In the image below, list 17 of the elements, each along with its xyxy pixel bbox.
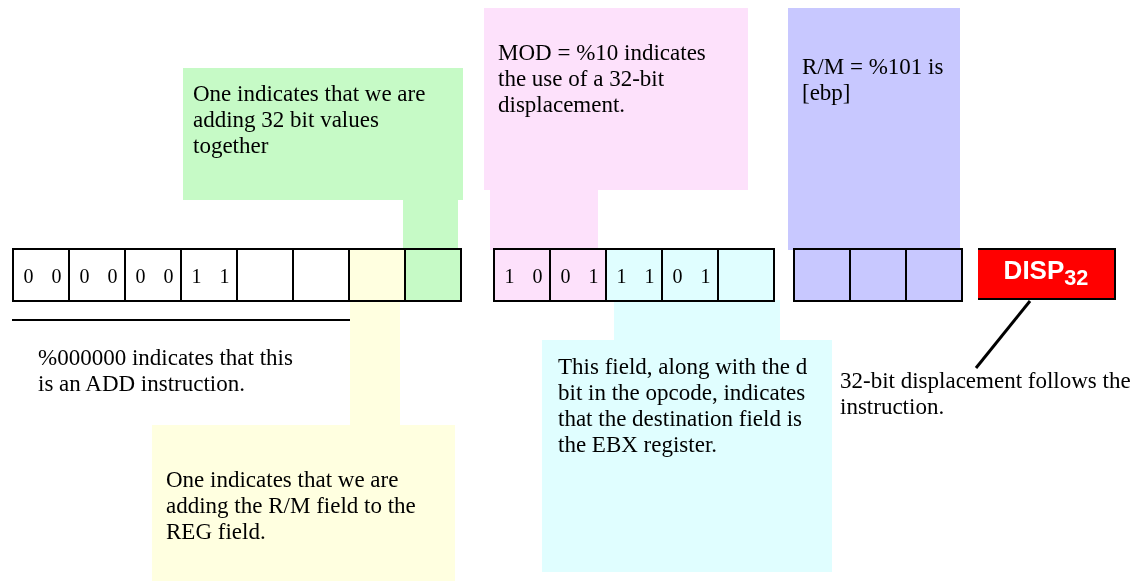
callout-box — [152, 425, 455, 581]
callout-box — [788, 8, 960, 250]
field-label: DISP$_{32}$ — [1003, 254, 1089, 293]
callout-box — [183, 68, 463, 200]
callout-box — [542, 340, 832, 572]
callout-text: One indicates that we are adding the R/M field to the REG field. — [166, 467, 417, 545]
callout-box — [484, 8, 748, 190]
callout-text: This field, along with the d bit in the opcode, indicates that the destination field is the EBX register. — [558, 354, 809, 458]
leader-line — [974, 300, 1032, 369]
callout-text: R/M = %101 is [ebp] — [802, 54, 945, 106]
displacement-field — [978, 248, 1116, 300]
callout-text: MOD = %10 indicates the use of a 32-bit displacement. — [498, 40, 707, 118]
callout-text: 32-bit displacement follows the instruction. — [840, 368, 1132, 420]
bit-values: 1 0 0 1 1 1 0 1 — [504, 264, 711, 289]
callout-text: One indicates that we are adding 32 bit values together — [193, 81, 427, 159]
bit-values: 0 0 0 0 0 0 1 1 — [23, 264, 230, 289]
note-text: %000000 indicates that this is an ADD instruction. — [38, 345, 294, 397]
